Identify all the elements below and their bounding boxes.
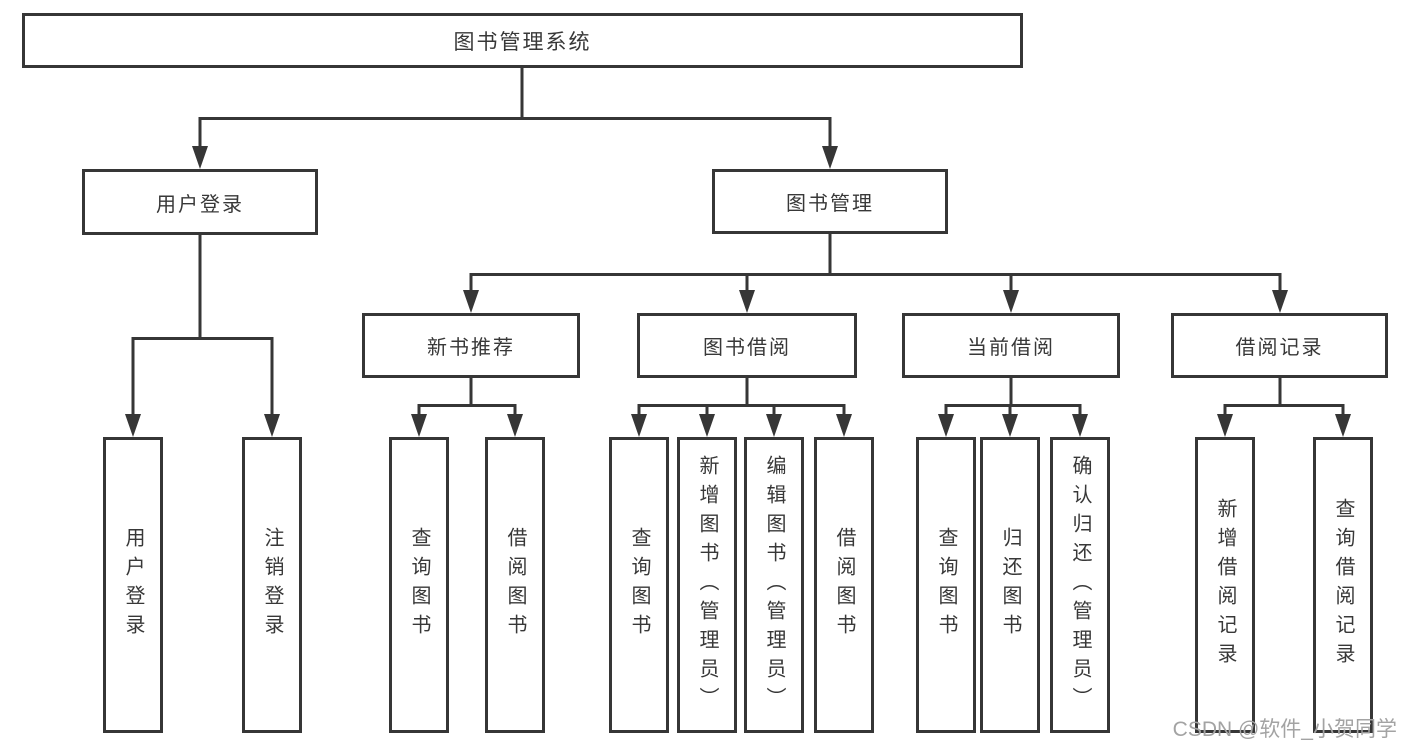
leaf-label: 查询图书 xyxy=(935,527,957,643)
leaf-label: 借阅图书 xyxy=(833,527,855,643)
node-root: 图书管理系统 xyxy=(22,13,1023,68)
node-borrow-records: 借阅记录 xyxy=(1171,313,1388,378)
leaf-confirm-return-admin: 确认归还（管理员） xyxy=(1050,437,1110,733)
node-label: 图书借阅 xyxy=(703,337,791,359)
leaf-label: 用户登录 xyxy=(122,527,144,643)
leaf-edit-book-admin: 编辑图书（管理员） xyxy=(744,437,804,733)
node-new-book-recommend: 新书推荐 xyxy=(362,313,580,378)
leaf-query-books-recommend: 查询图书 xyxy=(389,437,449,733)
node-current-borrow: 当前借阅 xyxy=(902,313,1120,378)
leaf-label: 编辑图书（管理员） xyxy=(763,454,785,716)
leaf-label: 新增图书（管理员） xyxy=(696,454,718,716)
leaf-label: 借阅图书 xyxy=(504,527,526,643)
tree-edges xyxy=(131,68,1345,418)
leaf-borrow-books: 借阅图书 xyxy=(814,437,874,733)
leaf-query-books-current: 查询图书 xyxy=(916,437,976,733)
leaf-label: 查询借阅记录 xyxy=(1332,498,1354,672)
leaf-label: 确认归还（管理员） xyxy=(1069,454,1091,716)
leaf-add-book-admin: 新增图书（管理员） xyxy=(677,437,737,733)
node-label: 当前借阅 xyxy=(967,337,1055,359)
node-user-login-module: 用户登录 xyxy=(82,169,318,235)
leaf-logout: 注销登录 xyxy=(242,437,302,733)
leaf-label: 查询图书 xyxy=(408,527,430,643)
leaf-label: 注销登录 xyxy=(261,527,283,643)
watermark: CSDN @软件_小贺同学 xyxy=(1172,718,1397,741)
node-root-label: 图书管理系统 xyxy=(453,30,592,54)
node-label: 图书管理 xyxy=(786,193,874,215)
leaf-label: 查询图书 xyxy=(628,527,650,643)
node-book-borrow: 图书借阅 xyxy=(637,313,857,378)
leaf-add-borrow-record: 新增借阅记录 xyxy=(1195,437,1255,733)
leaf-label: 新增借阅记录 xyxy=(1214,498,1236,672)
node-book-management-module: 图书管理 xyxy=(712,169,948,234)
leaf-query-borrow-record: 查询借阅记录 xyxy=(1313,437,1373,733)
leaf-borrow-books-recommend: 借阅图书 xyxy=(485,437,545,733)
leaf-user-login: 用户登录 xyxy=(103,437,163,733)
leaf-query-books-borrow: 查询图书 xyxy=(609,437,669,733)
node-label: 用户登录 xyxy=(156,193,244,216)
leaf-return-books: 归还图书 xyxy=(980,437,1040,733)
node-label: 借阅记录 xyxy=(1235,337,1324,359)
node-label: 新书推荐 xyxy=(427,337,515,359)
leaf-label: 归还图书 xyxy=(999,527,1021,643)
